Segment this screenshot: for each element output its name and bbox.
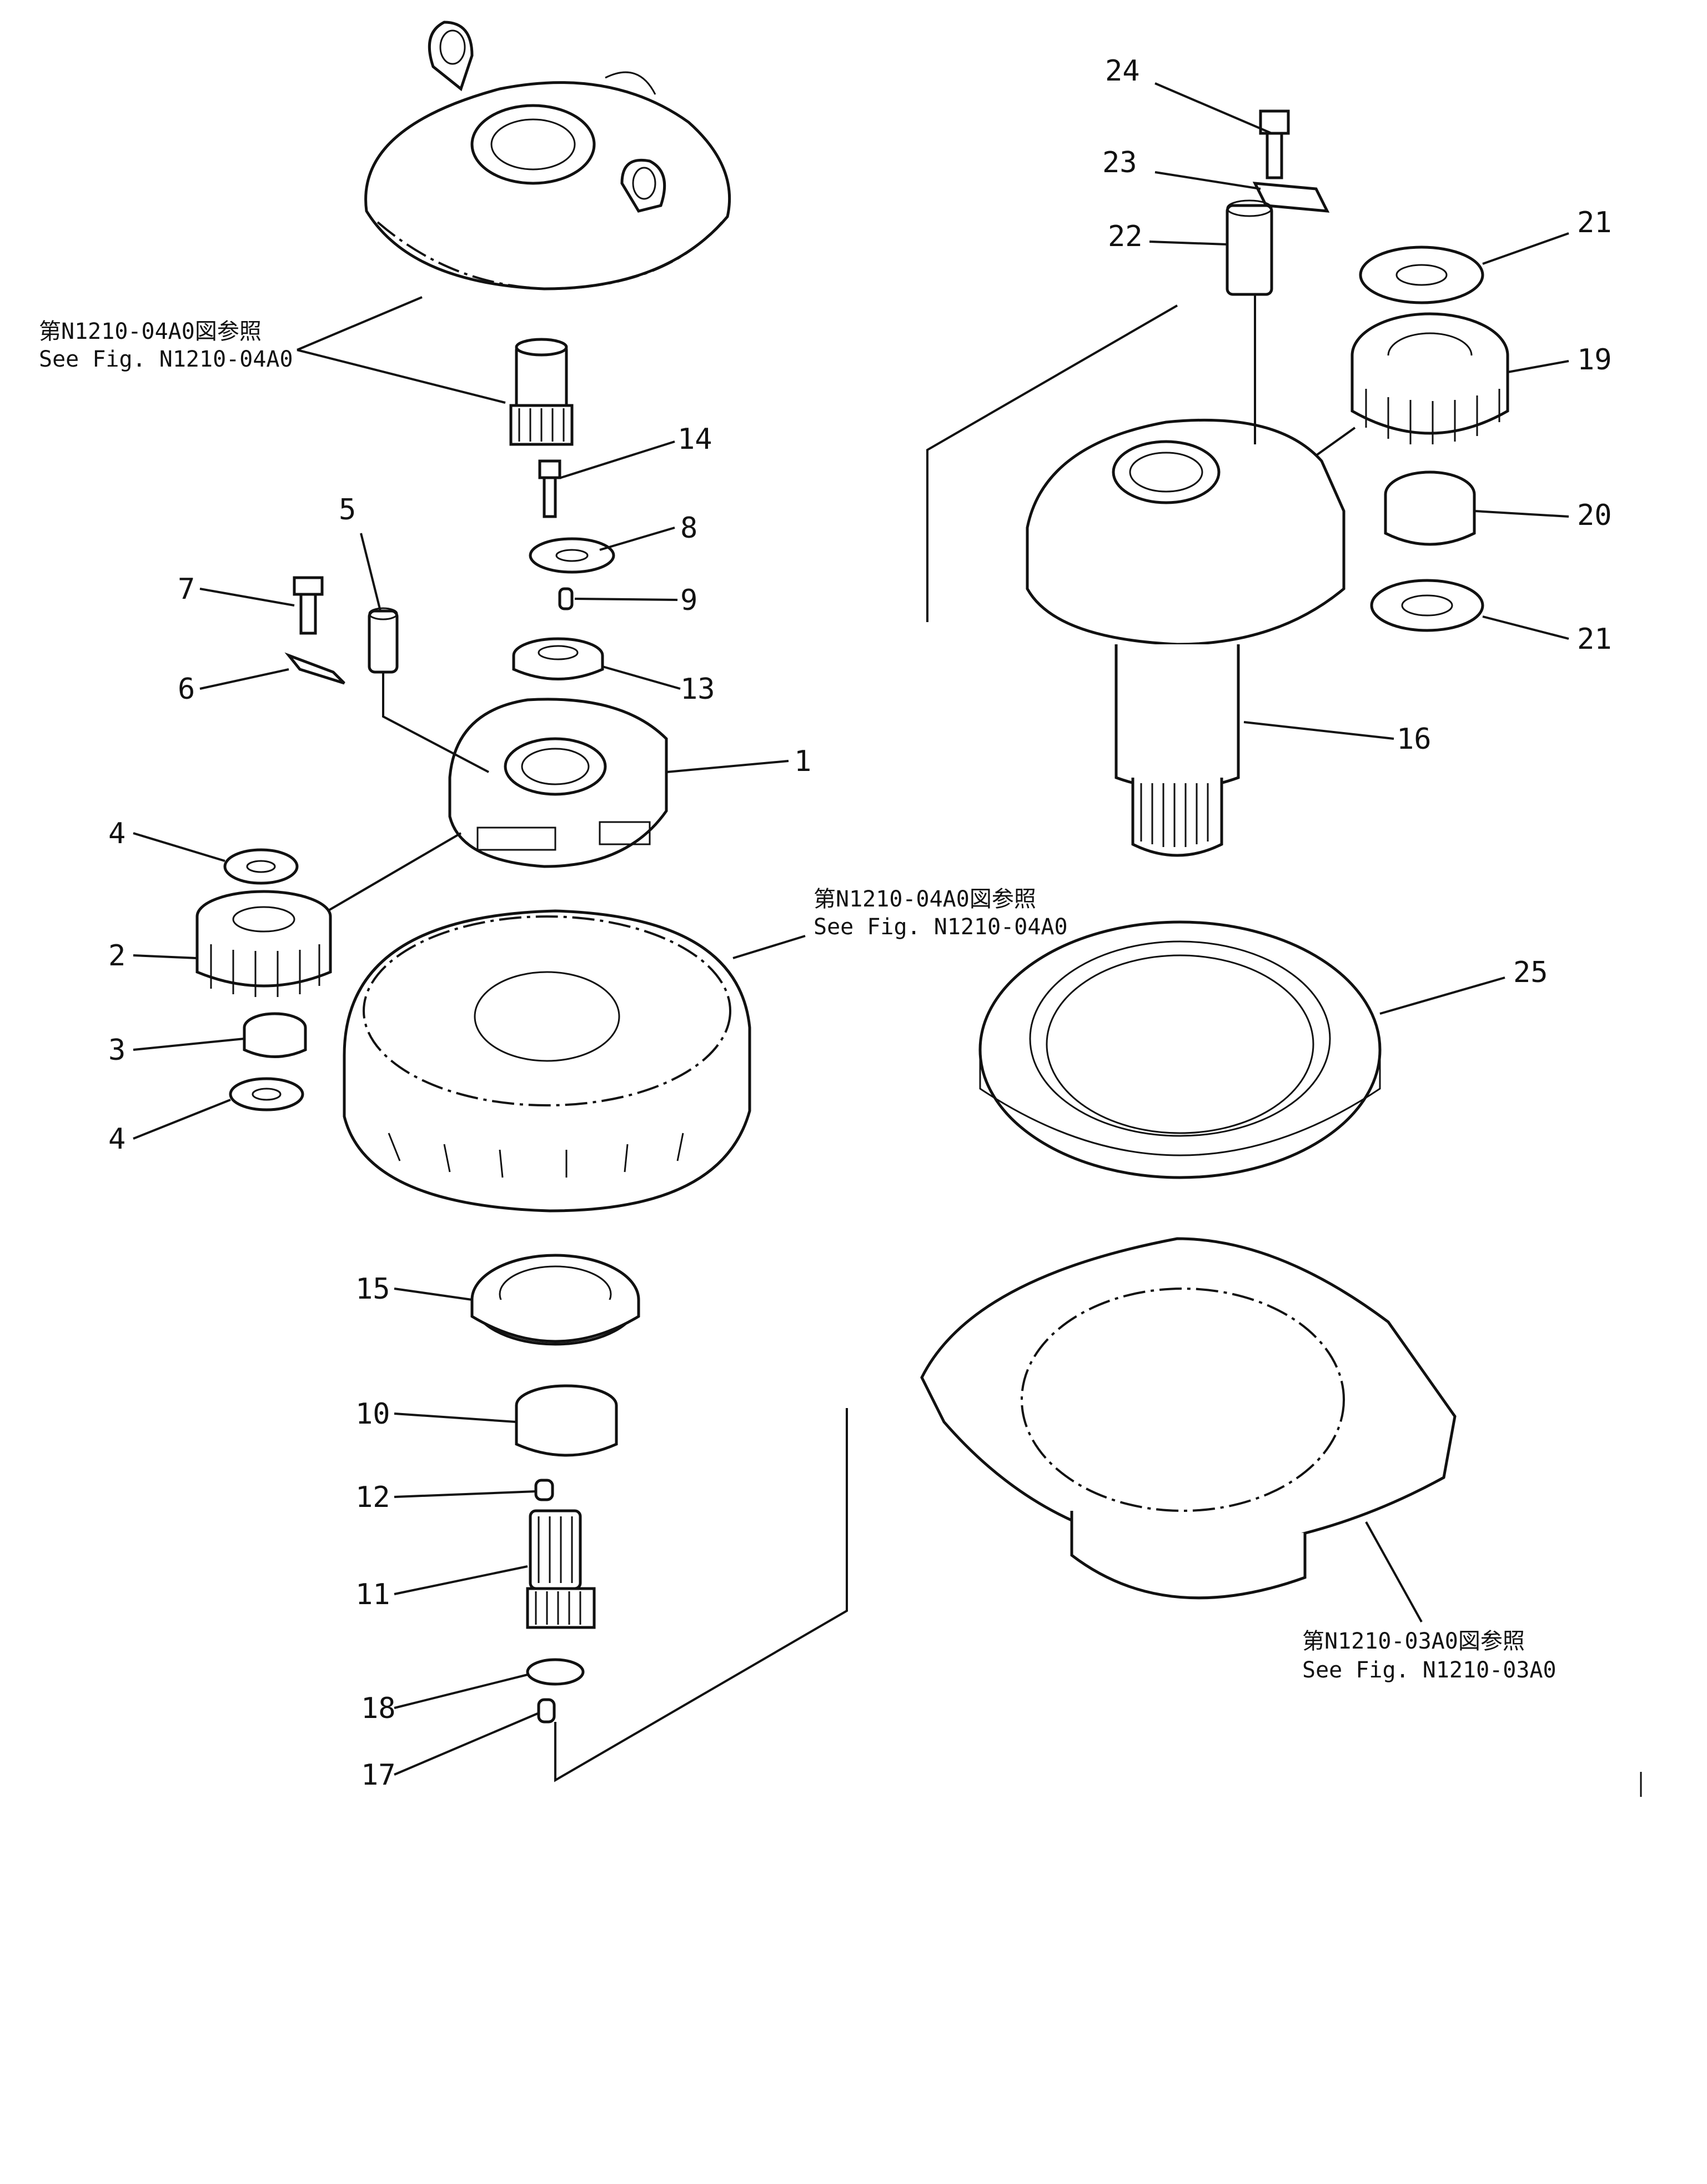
- callout-22: 22: [1108, 220, 1143, 253]
- callout-18: 18: [361, 1692, 396, 1725]
- ring-gear-25: [978, 920, 1382, 1179]
- bolt-7: [293, 576, 324, 635]
- callout-21-lower: 21: [1577, 623, 1612, 656]
- pin-9: [558, 587, 574, 610]
- callout-24: 24: [1105, 54, 1140, 88]
- figure-reference-lower-right: 第N1210-03A0図参照 See Fig. N1210-03A0: [1302, 1629, 1557, 1683]
- bearing-15: [470, 1254, 640, 1346]
- reference-en: See Fig. N1210-04A0: [814, 914, 1068, 940]
- thrust-washer-18: [526, 1658, 585, 1686]
- callout-15: 15: [355, 1273, 390, 1306]
- needle-bearing-3: [243, 1012, 307, 1058]
- lock-plate-23: [1252, 182, 1330, 213]
- pin-17: [537, 1698, 556, 1724]
- callout-9: 9: [680, 584, 697, 617]
- shaft-5: [368, 607, 399, 674]
- reference-jp: 第N1210-04A0図参照: [39, 319, 262, 344]
- thrust-washer-21-upper: [1359, 246, 1484, 304]
- reference-en: See Fig. N1210-04A0: [39, 347, 293, 372]
- callout-19: 19: [1577, 343, 1612, 377]
- thrust-washer-21-lower: [1370, 579, 1484, 632]
- callout-11: 11: [355, 1578, 390, 1611]
- carrier-shaft-16: [1026, 418, 1345, 857]
- needle-bearing-20: [1384, 470, 1476, 546]
- bushing-10: [515, 1384, 618, 1457]
- top-cover-housing: [364, 21, 731, 290]
- planet-gear-2: [195, 890, 332, 997]
- bushing-13: [512, 637, 604, 680]
- callout-20: 20: [1577, 499, 1612, 532]
- lock-plate-6: [284, 652, 345, 685]
- pinion-gear-upper: [509, 338, 574, 446]
- figure-reference-upper-left: 第N1210-04A0図参照 See Fig. N1210-04A0: [39, 319, 293, 372]
- planet-gear-19: [1350, 312, 1509, 444]
- callout-14: 14: [677, 423, 712, 456]
- callout-21-upper: 21: [1577, 206, 1612, 239]
- pin-12: [534, 1479, 554, 1501]
- callout-2: 2: [108, 939, 125, 973]
- bolt-24: [1259, 109, 1290, 179]
- leader-lines: [133, 82, 1569, 1782]
- thrust-washer-4-upper: [223, 848, 299, 885]
- callout-10: 10: [355, 1397, 390, 1431]
- figure-reference-middle: 第N1210-04A0図参照 See Fig. N1210-04A0: [814, 886, 1068, 940]
- callout-16: 16: [1397, 723, 1432, 756]
- thrust-washer-4-lower: [229, 1077, 304, 1111]
- sun-gear-11: [526, 1509, 596, 1629]
- callout-8: 8: [680, 512, 697, 545]
- callout-4-lower: 4: [108, 1123, 125, 1156]
- callout-6: 6: [178, 673, 195, 706]
- callout-4-upper: 4: [108, 817, 125, 850]
- reference-jp: 第N1210-03A0図参照: [1302, 1629, 1525, 1654]
- ring-gear-housing: [343, 909, 751, 1213]
- callout-7: 7: [178, 573, 195, 606]
- callout-25: 25: [1513, 956, 1548, 989]
- callout-12: 12: [355, 1481, 390, 1514]
- callout-3: 3: [108, 1034, 125, 1067]
- callout-17: 17: [361, 1759, 396, 1792]
- callout-numbers: 1 2 3 4 4 5 6 7 8 9 10 11 12 13 14 15 16…: [108, 54, 1612, 1792]
- thrust-washer-8: [529, 537, 615, 574]
- reference-en: See Fig. N1210-03A0: [1302, 1657, 1557, 1683]
- lower-housing: [920, 1237, 1457, 1600]
- callout-1: 1: [794, 745, 811, 778]
- callout-23: 23: [1102, 146, 1137, 179]
- reference-jp: 第N1210-04A0図参照: [814, 886, 1036, 912]
- shaft-22: [1226, 199, 1273, 296]
- callout-13: 13: [680, 673, 715, 706]
- bolt-14: [538, 459, 561, 518]
- carrier-1: [448, 698, 668, 868]
- callout-5: 5: [339, 493, 356, 527]
